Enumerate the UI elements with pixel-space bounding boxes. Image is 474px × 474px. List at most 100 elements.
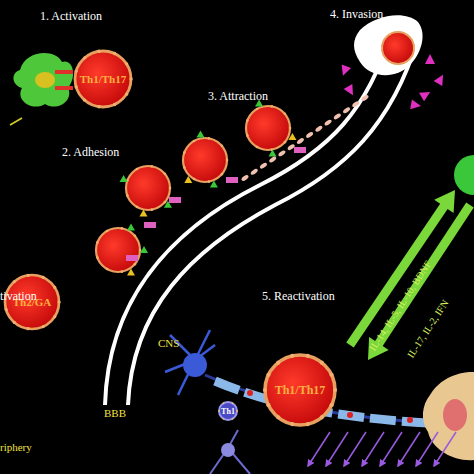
neuron-body bbox=[183, 353, 207, 377]
membrane-dot bbox=[208, 137, 211, 140]
damage-arrow bbox=[326, 432, 348, 466]
membrane-dot bbox=[53, 286, 56, 289]
membrane-dot bbox=[151, 208, 154, 211]
membrane-dot bbox=[256, 146, 259, 149]
membrane-dot bbox=[96, 256, 99, 259]
step-label: 1. Activation bbox=[40, 10, 102, 22]
membrane-dot bbox=[53, 315, 56, 318]
membrane-dot bbox=[106, 268, 109, 271]
membrane-dot bbox=[256, 108, 259, 111]
membrane-dot bbox=[333, 388, 337, 392]
cytokine-label: IL-17, IL-2, IFN bbox=[406, 298, 451, 359]
chemokine bbox=[268, 156, 277, 164]
step-label: 5. Reactivation bbox=[262, 290, 335, 302]
membrane-dot bbox=[136, 206, 139, 209]
t-cell-node: Th1 bbox=[216, 399, 240, 423]
endothelial-cell bbox=[354, 15, 423, 75]
t-cell bbox=[382, 32, 414, 64]
membrane-dot bbox=[263, 388, 267, 392]
membrane-dot bbox=[193, 178, 196, 181]
membrane-dot bbox=[96, 241, 99, 244]
t-cell bbox=[75, 51, 131, 107]
microglia bbox=[423, 372, 474, 460]
step-label: tivation bbox=[0, 290, 37, 302]
membrane-dot bbox=[42, 276, 45, 279]
membrane-dot bbox=[221, 145, 224, 148]
t-cell bbox=[246, 106, 290, 150]
selectin-bar bbox=[294, 147, 306, 153]
adhesion-molecule bbox=[184, 176, 192, 183]
membrane-dot bbox=[306, 422, 310, 426]
membrane-dot bbox=[320, 415, 324, 419]
membrane-dot bbox=[113, 103, 116, 106]
membrane-dot bbox=[223, 402, 225, 404]
t-cell bbox=[5, 275, 59, 329]
cytokine-arrow bbox=[346, 190, 455, 348]
membrane-dot bbox=[13, 321, 16, 324]
membrane-dot bbox=[129, 77, 132, 80]
membrane-dot bbox=[389, 61, 391, 63]
membrane-dot bbox=[405, 33, 407, 35]
selectin-bar bbox=[169, 197, 181, 203]
membrane-dot bbox=[121, 270, 124, 273]
damage-arrow bbox=[416, 432, 438, 466]
signal-line bbox=[10, 118, 22, 125]
mhc-bar bbox=[55, 70, 73, 74]
membrane-dot bbox=[221, 173, 224, 176]
chemokine bbox=[361, 94, 370, 102]
cell-label: Th1/Th17 bbox=[275, 383, 326, 398]
t-cell bbox=[265, 355, 335, 425]
damage-arrow bbox=[308, 432, 330, 466]
cell-label: Th1/Th17 bbox=[80, 73, 126, 85]
membrane-dot bbox=[27, 274, 30, 277]
membrane-dot bbox=[134, 263, 137, 266]
adhesion-molecule bbox=[196, 130, 204, 137]
neuron-body bbox=[221, 443, 235, 457]
membrane-dot bbox=[413, 47, 415, 49]
chemokine bbox=[241, 174, 250, 182]
membrane-dot bbox=[125, 92, 128, 95]
damage-arrow bbox=[344, 432, 366, 466]
t-cell bbox=[96, 228, 140, 272]
vessel-wall bbox=[105, 30, 392, 405]
chemokine bbox=[277, 149, 286, 157]
chemokine bbox=[351, 100, 360, 108]
membrane-dot bbox=[136, 168, 139, 171]
membrane-dot bbox=[183, 151, 186, 154]
membrane-dot bbox=[290, 422, 294, 426]
membrane-dot bbox=[42, 325, 45, 328]
adhesion-molecule bbox=[210, 180, 218, 187]
chemokine bbox=[324, 119, 333, 127]
membrane-dot bbox=[223, 418, 225, 420]
cell-label: Th1 bbox=[221, 407, 235, 416]
lesion-dot bbox=[247, 390, 253, 396]
region-label: CNS bbox=[158, 338, 179, 349]
dendrite bbox=[210, 430, 250, 474]
lesion-dot bbox=[347, 412, 353, 418]
membrane-dot bbox=[83, 98, 86, 101]
membrane-dot bbox=[183, 166, 186, 169]
membrane-dot bbox=[151, 165, 154, 168]
membrane-dot bbox=[232, 402, 234, 404]
cytokine-arrow bbox=[368, 203, 474, 360]
membrane-dot bbox=[13, 280, 16, 283]
membrane-dot bbox=[106, 230, 109, 233]
membrane-dot bbox=[289, 127, 292, 130]
cytokine-mark bbox=[425, 54, 435, 64]
membrane-dot bbox=[246, 119, 249, 122]
membrane-dot bbox=[271, 105, 274, 108]
adhesion-molecule bbox=[120, 175, 128, 182]
damage-arrow bbox=[362, 432, 384, 466]
membrane-dot bbox=[139, 249, 142, 252]
membrane-dot bbox=[226, 159, 229, 162]
chemokine bbox=[314, 125, 323, 133]
adhesion-molecule bbox=[139, 210, 147, 217]
step-label: 4. Invasion bbox=[330, 8, 383, 20]
cytokine-mark bbox=[344, 84, 358, 98]
glial-cell bbox=[454, 155, 474, 195]
adhesion-molecule bbox=[288, 133, 296, 140]
membrane-dot bbox=[193, 140, 196, 143]
selectin-bar bbox=[126, 255, 138, 261]
chemokine bbox=[305, 131, 314, 139]
